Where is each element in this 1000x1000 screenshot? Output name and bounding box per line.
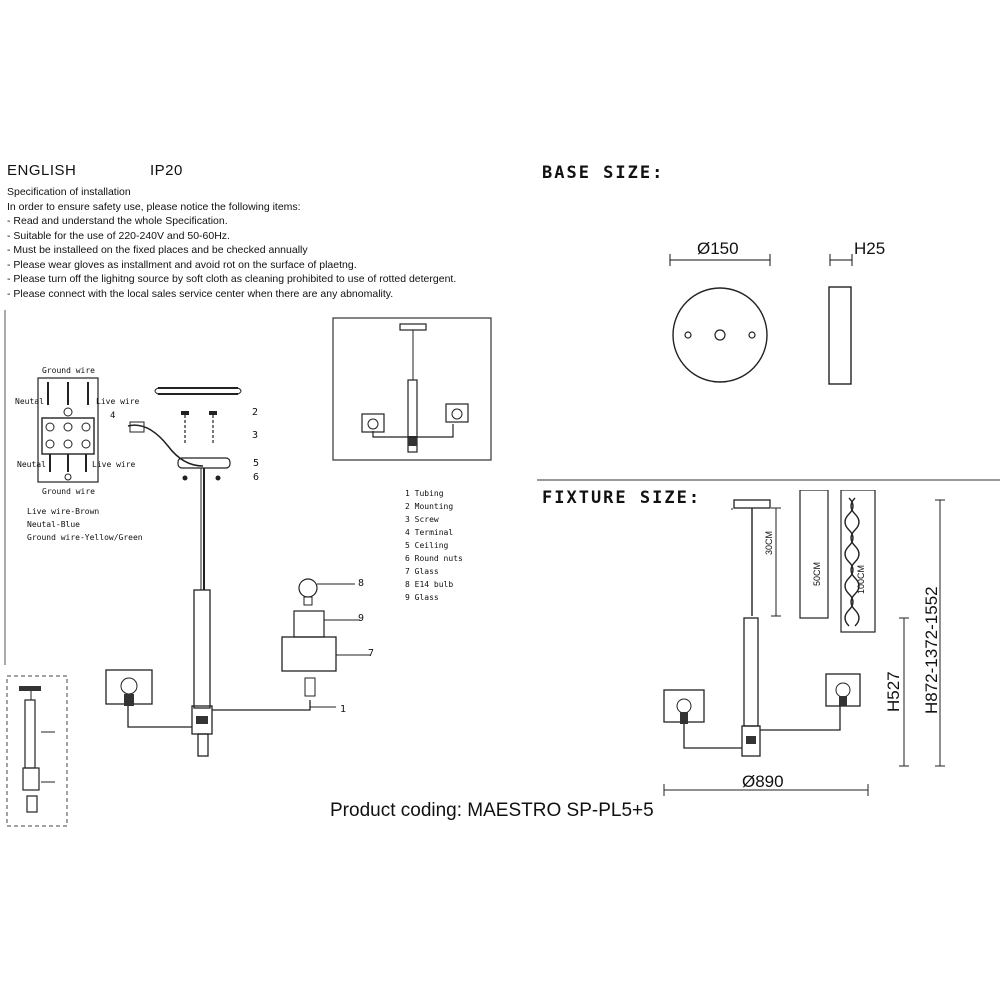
parts-legend-item: 6 Round nuts [405, 554, 463, 563]
neutral-top-label: Neutal [15, 397, 44, 406]
parts-legend-item: 7 Glass [405, 567, 439, 576]
callout-5: 5 [253, 458, 260, 469]
base-height-label: H25 [854, 239, 886, 258]
spec-block: Specification of installation In order t… [7, 185, 456, 301]
wire-color-line: Live wire-Brown [27, 507, 100, 516]
rod-30-label: 30CM [764, 530, 774, 555]
chain-100-label: 100CM [856, 564, 866, 594]
rod-50-label: 50CM [812, 561, 822, 586]
spec-line: - Please connect with the local sales se… [7, 287, 394, 300]
callout-6: 6 [253, 472, 260, 483]
neutral-bottom-label: Neutal [17, 460, 46, 469]
spec-line: - Please wear gloves as installment and … [7, 258, 357, 271]
base-size-drawing [669, 254, 853, 385]
fixture-size-title: FIXTURE SIZE: [542, 488, 702, 508]
base-plate-profile [828, 286, 852, 385]
parts-legend: 1 Tubing 2 Mounting 3 Screw 4 Terminal 5… [405, 487, 463, 604]
width-label: Ø890 [742, 772, 784, 791]
live-top-label: Live wire [96, 397, 140, 406]
wiring-diagram [37, 377, 99, 483]
spec-line: - Must be installeed on the fixed places… [7, 244, 308, 256]
parts-legend-item: 8 E14 bulb [405, 580, 454, 589]
detail-inset [6, 675, 68, 827]
spec-line: - Suitable for the use of 220-240V and 5… [7, 229, 230, 242]
product-coding: Product coding: MAESTRO SP-PL5+5 [330, 800, 654, 821]
height-body-label: H527 [884, 671, 903, 712]
parts-legend-item: 1 Tubing [405, 489, 444, 498]
ip-rating: IP20 [150, 162, 183, 179]
height-total-label: H872-1372-1552 [922, 586, 941, 714]
callout-3: 3 [252, 430, 259, 441]
callout-9: 9 [358, 613, 365, 624]
wire-color-line: Ground wire-Yellow/Green [27, 533, 143, 542]
language-label: ENGLISH [7, 162, 77, 179]
callout-4: 4 [110, 411, 116, 421]
wire-color-legend: Live wire-Brown Neutal-Blue Ground wire-… [27, 505, 143, 544]
spec-title: Specification of installation [7, 186, 131, 198]
parts-legend-item: 4 Terminal [405, 528, 454, 537]
base-plate-circle [672, 287, 768, 383]
ground-wire-bottom-label: Ground wire [42, 487, 95, 496]
wire-color-line: Neutal-Blue [27, 520, 80, 529]
parts-legend-item: 2 Mounting [405, 502, 454, 511]
live-bottom-label: Live wire [92, 460, 136, 469]
parts-legend-item: 5 Ceiling [405, 541, 449, 550]
spec-line: - Read and understand the whole Specific… [7, 215, 228, 227]
callout-1: 1 [340, 704, 347, 715]
base-size-title: BASE SIZE: [542, 163, 665, 183]
parts-legend-item: 9 Glass [405, 593, 439, 602]
base-diameter-label: Ø150 [697, 239, 739, 258]
callout-2: 2 [252, 407, 259, 418]
parts-legend-item: 3 Screw [405, 515, 439, 524]
spec-line: - Please turn off the lighitng source by… [7, 273, 457, 285]
spec-line: In order to ensure safety use, please no… [7, 200, 301, 213]
ground-wire-top-label: Ground wire [42, 366, 95, 375]
callout-8: 8 [358, 578, 365, 589]
overview-fixture [361, 323, 469, 453]
exploded-assembly [105, 387, 370, 757]
callout-7: 7 [368, 648, 375, 659]
fixture-size-drawing [663, 490, 945, 796]
